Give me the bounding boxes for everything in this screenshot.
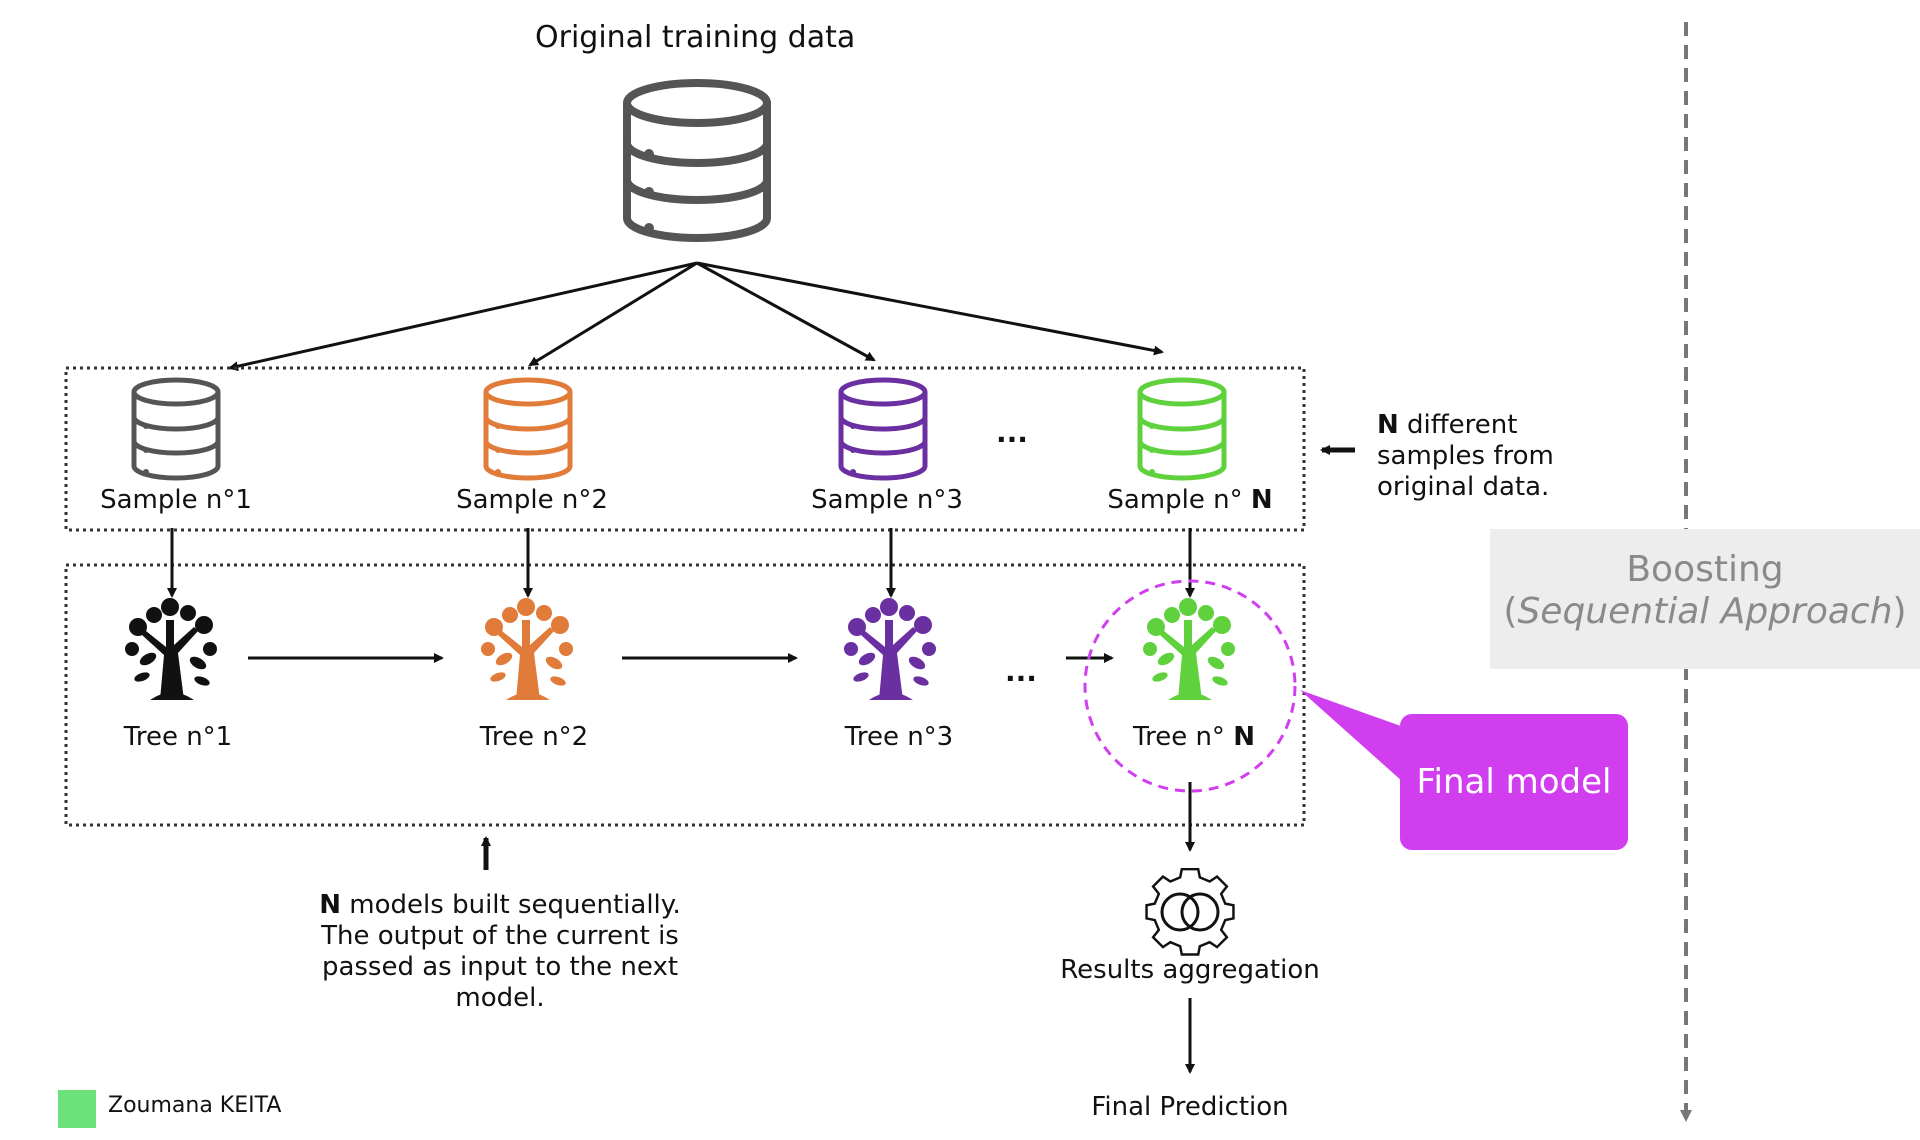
boosting-close-paren: )	[1892, 591, 1907, 632]
final-prediction-label: Final Prediction	[1091, 1092, 1289, 1122]
boosting-subtitle: Sequential Approach	[1517, 591, 1893, 632]
sample-3-label: Sample n°3	[811, 485, 963, 515]
models-note: N models built sequentially. The output …	[318, 890, 682, 1014]
boosting-panel: Boosting (Sequential Approach)	[1490, 529, 1920, 669]
models-note-bold: N	[319, 890, 342, 920]
trees-ellipsis: ...	[1005, 655, 1037, 688]
author-logo	[58, 1090, 96, 1128]
tree-1-label: Tree n°1	[123, 722, 233, 752]
models-note-line3: passed as input to the next	[321, 952, 679, 982]
samples-note-line3: original data.	[1377, 472, 1550, 502]
aggregation-gear-icon	[1145, 867, 1235, 956]
samples-note-line2: samples from	[1377, 441, 1554, 471]
original-data-db-icon	[627, 83, 767, 238]
tree-2-icon	[481, 598, 573, 700]
models-note-line2: The output of the current is	[321, 921, 679, 951]
samples-note-line1: different	[1398, 410, 1518, 440]
diagram-title: Original training data	[535, 20, 856, 55]
final-model-highlight	[1083, 579, 1297, 793]
sample-n-label-prefix: Sample n°	[1107, 485, 1243, 515]
tree-2-label: Tree n°2	[479, 722, 589, 752]
tree-n-icon	[1143, 598, 1235, 700]
sample-2-label: Sample n°2	[456, 485, 608, 515]
boosting-open-paren: (	[1503, 591, 1518, 632]
trees-box	[64, 563, 1306, 827]
final-model-callout: Final model	[1400, 714, 1628, 850]
aggregation-label: Results aggregation	[1060, 955, 1320, 985]
final-model-callout-pointer	[1300, 690, 1412, 790]
tree-3-icon	[844, 598, 936, 700]
sample-1-label: Sample n°1	[100, 485, 252, 515]
tree-n-label-bold: N	[1233, 722, 1255, 752]
models-note-line1: models built sequentially.	[341, 890, 681, 920]
sample-to-tree-arrows	[167, 528, 1195, 598]
fanout-arrows	[228, 261, 1164, 372]
sample-n-db-icon	[1140, 380, 1224, 478]
samples-ellipsis: ...	[996, 416, 1028, 449]
models-note-line4: model.	[455, 983, 545, 1013]
samples-box	[64, 366, 1306, 532]
tree-n-label-prefix: Tree n°	[1133, 722, 1234, 752]
sample-n-label: Sample n° N	[1060, 485, 1320, 515]
author-name: Zoumana KEITA	[108, 1093, 282, 1118]
tree-1-icon	[125, 598, 217, 700]
boosting-title: Boosting	[1626, 549, 1784, 590]
tree-3-label: Tree n°3	[844, 722, 954, 752]
sample-n-label-bold: N	[1250, 485, 1273, 515]
sample-2-db-icon	[486, 380, 570, 478]
sample-1-db-icon	[134, 380, 218, 478]
samples-note: N different samples from original data.	[1377, 410, 1554, 503]
boosting-subtitle-line: (Sequential Approach)	[1490, 591, 1920, 633]
tree-n-label: Tree n° N	[1064, 722, 1324, 752]
samples-note-bold: N	[1377, 410, 1399, 440]
sample-3-db-icon	[841, 380, 925, 478]
